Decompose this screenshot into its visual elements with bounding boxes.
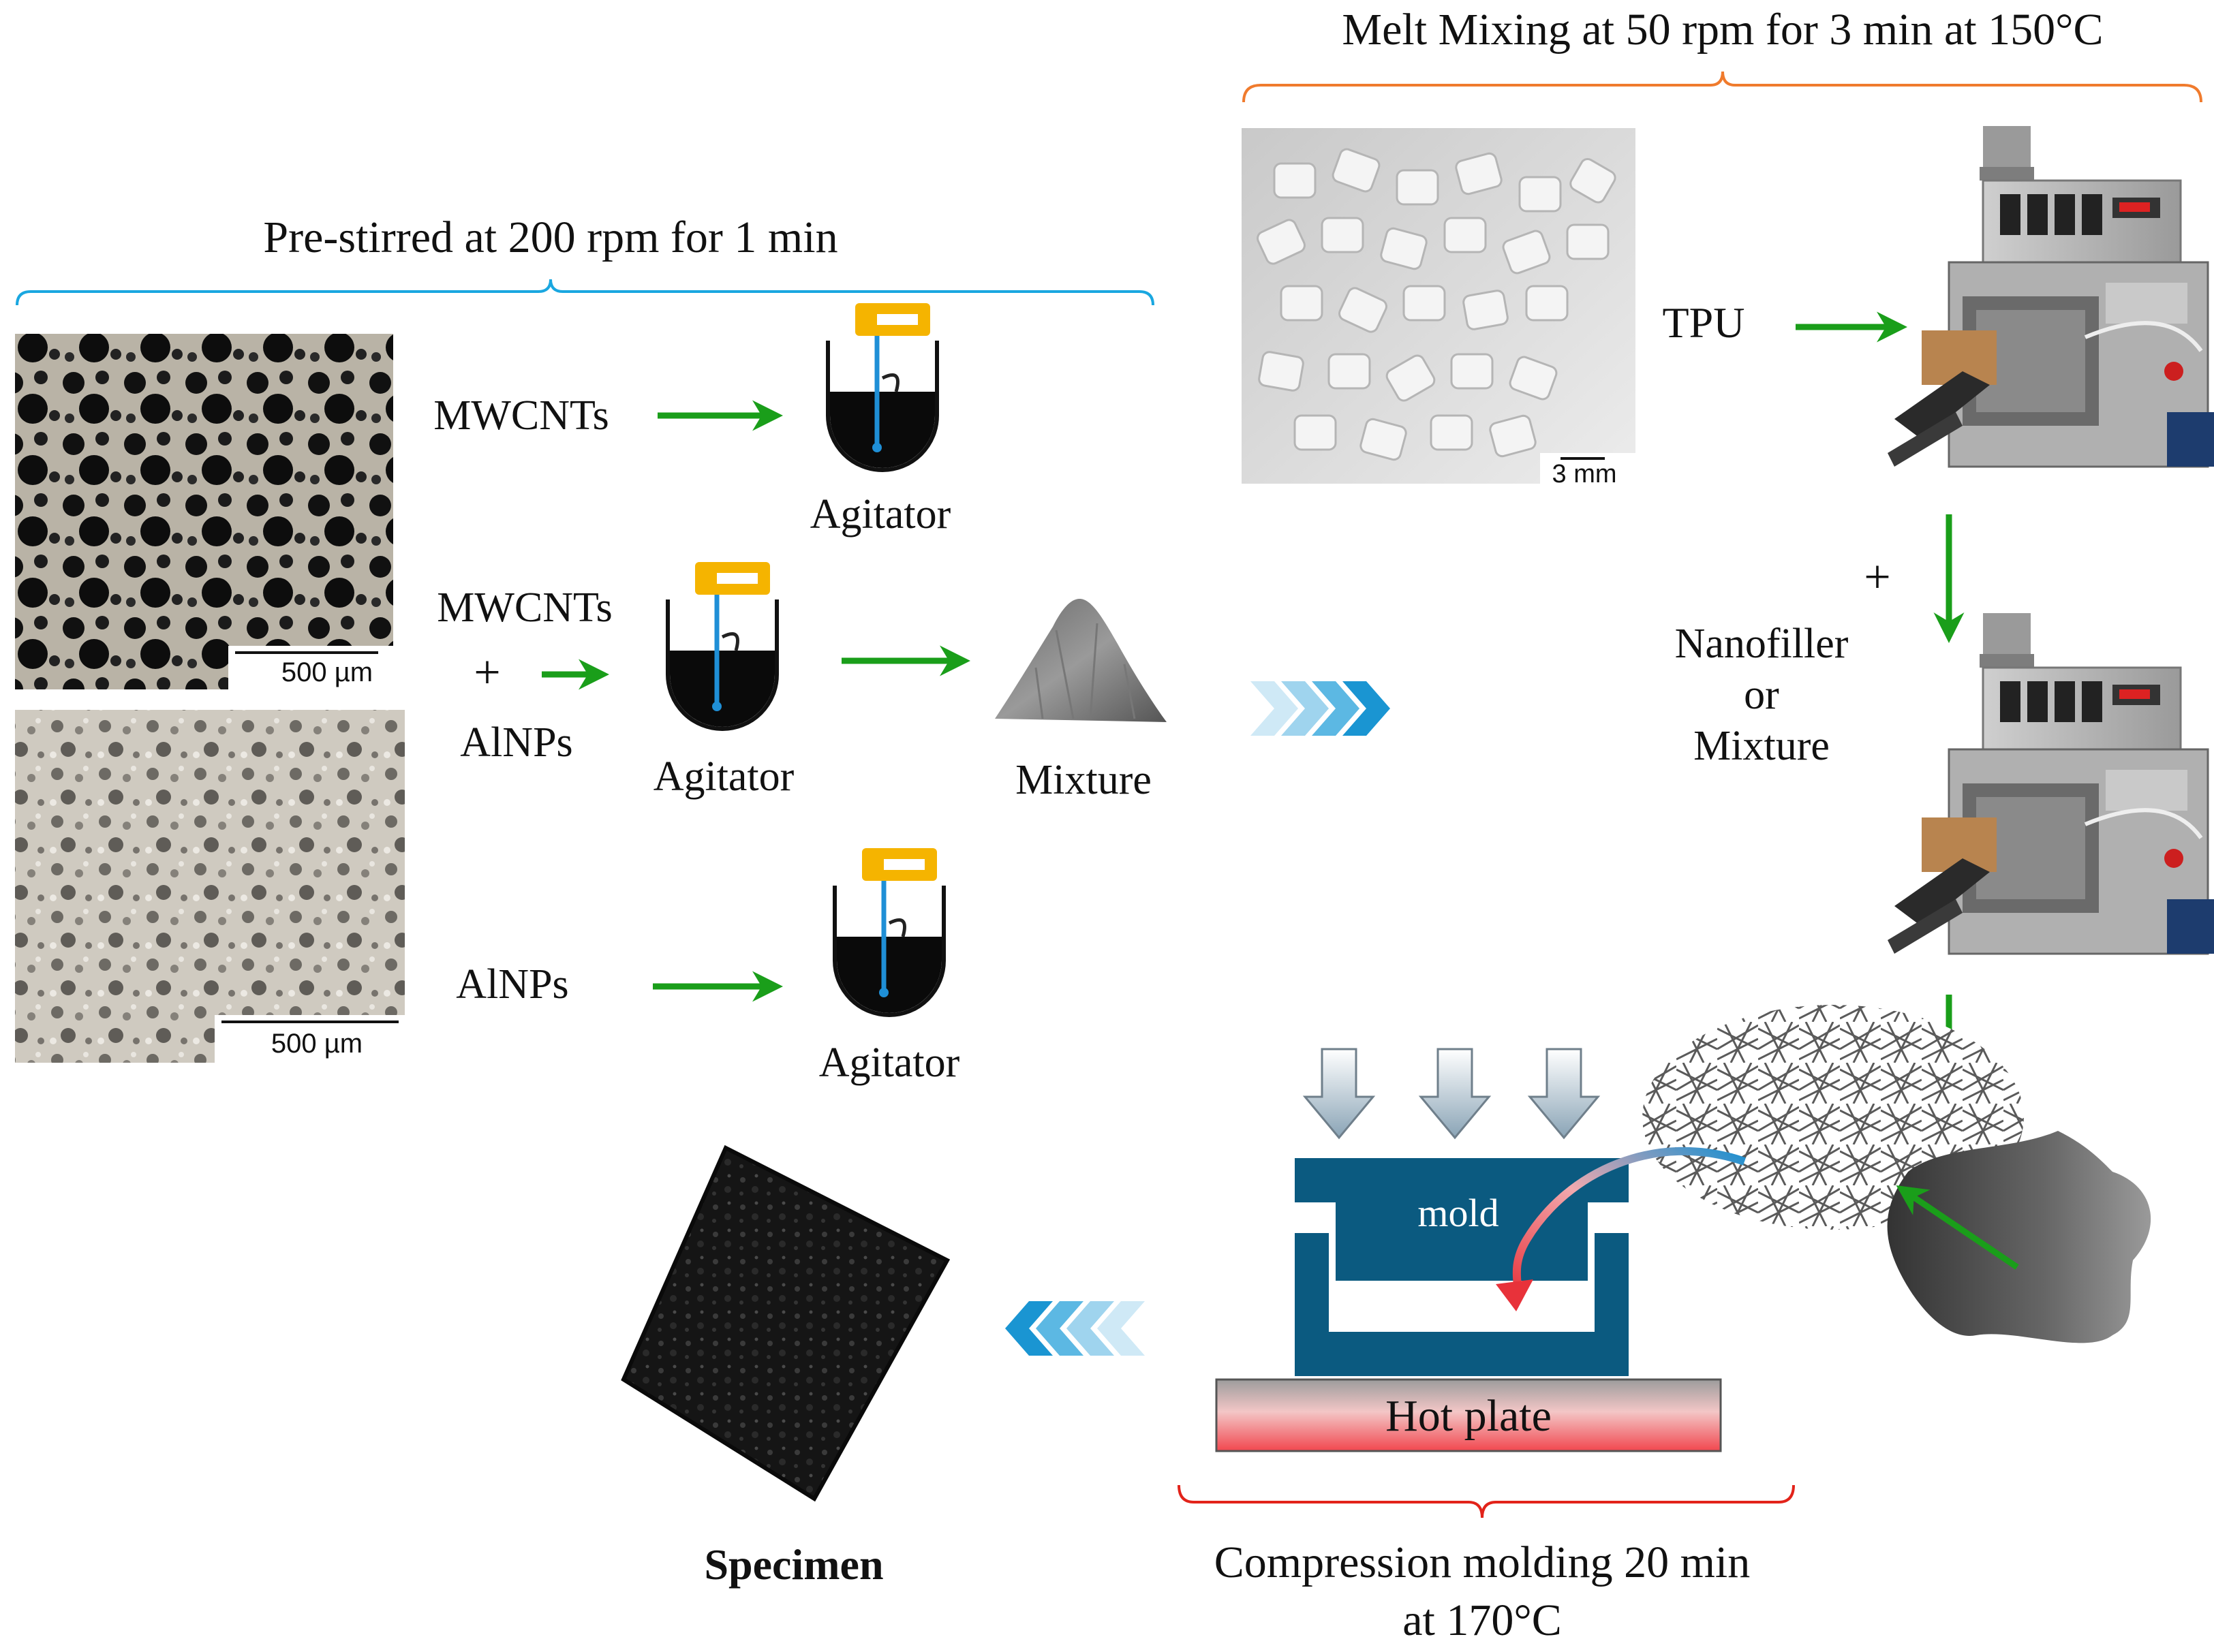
alnp-micrograph: 500 µm bbox=[15, 710, 405, 1063]
melt-bracket bbox=[1242, 71, 2202, 103]
agitator-icon bbox=[826, 303, 939, 472]
mold-label: mold bbox=[1417, 1191, 1498, 1235]
mold bbox=[1295, 1158, 1629, 1376]
agitator-label: Agitator bbox=[654, 753, 795, 800]
arrow-down-icon bbox=[1302, 1048, 1376, 1140]
or-label: or bbox=[1744, 672, 1779, 718]
melt-mixer-machine bbox=[1888, 126, 2214, 468]
press-arrows bbox=[1302, 1048, 1601, 1140]
agitator-label: Agitator bbox=[819, 1040, 960, 1086]
mwcnts-label: MWCNTs bbox=[433, 392, 609, 439]
alnps-label: AlNPs bbox=[456, 961, 568, 1008]
scale-bar-label: 3 mm bbox=[1552, 460, 1617, 488]
hot-plate bbox=[1215, 1378, 1722, 1452]
prestir-bracket bbox=[16, 279, 1154, 306]
chevron-left-icon bbox=[1005, 1301, 1145, 1356]
prestir-label: Pre-stirred at 200 rpm for 1 min bbox=[263, 213, 837, 262]
agitator-icon bbox=[666, 562, 779, 731]
specimen-photo bbox=[621, 1144, 951, 1502]
mwcnts-combo-label: MWCNTs bbox=[437, 585, 612, 631]
agitator-label: Agitator bbox=[810, 491, 951, 537]
composite-blob bbox=[1887, 1131, 2151, 1343]
hot-plate-label: Hot plate bbox=[1385, 1391, 1552, 1441]
mixture-label: Mixture bbox=[1015, 757, 1152, 803]
flow-arrows-left bbox=[542, 400, 970, 1002]
chevron-right-icon bbox=[1250, 681, 1390, 736]
arrow-down-icon bbox=[1527, 1048, 1601, 1140]
agitator-icon bbox=[833, 848, 946, 1017]
mixture-label-right: Mixture bbox=[1693, 723, 1830, 769]
melt-label: Melt Mixing at 50 rpm for 3 min at 150°C bbox=[1342, 5, 2103, 54]
alnps-combo-label: AlNPs bbox=[460, 719, 572, 766]
mwcnt-micrograph: 500 µm bbox=[15, 334, 393, 689]
nanofiller-label: Nanofiller bbox=[1675, 621, 1849, 667]
mixture-pile bbox=[995, 599, 1167, 722]
tpu-pellets-photo: 3 mm bbox=[1242, 128, 1635, 488]
arrow-diagonal bbox=[1896, 1185, 2019, 1270]
compression-bracket bbox=[1178, 1484, 1795, 1518]
specimen-label: Specimen bbox=[704, 1540, 883, 1589]
scale-bar-label: 500 µm bbox=[271, 1029, 363, 1059]
scale-bar-label: 500 µm bbox=[281, 657, 373, 687]
compression-label-line2: at 170°C bbox=[1402, 1595, 1562, 1645]
arrow-down-icon bbox=[1418, 1048, 1492, 1140]
transfer-curve bbox=[1496, 1147, 1746, 1311]
melt-mixer-machine bbox=[1888, 613, 2214, 955]
tpu-label: TPU bbox=[1663, 298, 1745, 347]
plus-sign: + bbox=[474, 646, 500, 699]
plus-sign: + bbox=[1864, 551, 1890, 604]
compression-label-line1: Compression molding 20 min bbox=[1214, 1538, 1751, 1587]
